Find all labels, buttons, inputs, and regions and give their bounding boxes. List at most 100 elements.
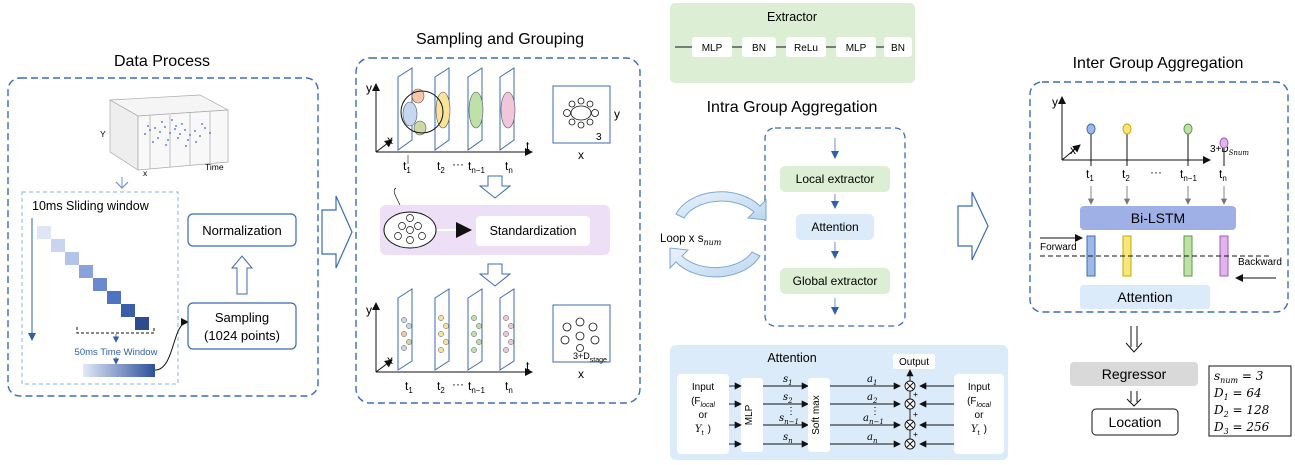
output-label: Output — [899, 357, 929, 368]
attention-panel-title: Attention — [767, 351, 816, 365]
top-ellipsis: ··· — [452, 157, 464, 171]
softmax-label: Soft max — [811, 395, 822, 434]
intra-group-section: Intra Group Aggregation Local extractor … — [660, 99, 906, 327]
param-d3: D3 = 256 — [1213, 420, 1270, 436]
sliding-window-frame — [21, 191, 179, 385]
softmax-box — [808, 378, 830, 452]
inter-attention-label: Attention — [1117, 289, 1172, 305]
axis-y-label: Y — [100, 129, 106, 139]
inter-tick-3: tn−1 — [1180, 167, 1197, 183]
extractor-title: Extractor — [767, 10, 817, 24]
inter-axis-y: y — [1052, 95, 1058, 109]
backward-label: Backward — [1238, 257, 1282, 268]
attention-input-right — [954, 374, 1004, 454]
forward-label: Forward — [1040, 242, 1077, 253]
extractor-block-2: BN — [752, 43, 766, 54]
input-left-2: (Flocal — [691, 396, 715, 409]
sampling-box — [187, 302, 297, 350]
top-inset-x: x — [578, 148, 584, 162]
loop-icon — [669, 191, 767, 278]
bottom-frames — [397, 288, 515, 371]
attention-mlp-box — [741, 378, 763, 452]
bottom-tick-2: t2 — [437, 379, 445, 395]
inter-group-frame — [1029, 81, 1289, 313]
inter-ellipsis: ··· — [1150, 165, 1162, 179]
standardization-box — [476, 216, 590, 246]
output-box — [893, 354, 935, 369]
regressor-box — [1070, 362, 1198, 386]
plus-2: + — [913, 409, 918, 419]
a-label-4: an — [867, 432, 878, 445]
inter-axis-x: x — [1070, 143, 1076, 157]
attention-panel: Attention Input (Flocal or Yt) MLP s1 s2… — [670, 345, 1008, 460]
time-window-bar — [83, 364, 155, 377]
up-arrow-icon — [230, 255, 254, 295]
s-vdots: ⋮ — [786, 406, 796, 417]
param-d1: D1 = 64 — [1213, 386, 1262, 402]
bottom-axis-y: y — [366, 303, 372, 317]
top-tick-2: t2 — [437, 159, 445, 175]
event-points — [144, 119, 211, 147]
input-right-4: Yt) — [971, 424, 987, 437]
inter-tick-2: t2 — [1122, 167, 1130, 183]
input-right-2: (Flocal — [967, 396, 991, 409]
time-window-label: 50ms Time Window — [75, 347, 158, 358]
input-left-4: Yt) — [695, 424, 711, 437]
top-axis-x: x — [387, 133, 393, 147]
param-d2: D2 = 128 — [1213, 403, 1270, 419]
param-snum: snum = 3 — [1214, 369, 1264, 385]
input-left-3: or — [699, 410, 709, 421]
top-clusters — [400, 88, 516, 136]
bottom-tick-3: tn−1 — [468, 379, 485, 395]
double-down-arrow-icon-2 — [1126, 391, 1142, 407]
input-right-3: or — [975, 410, 985, 421]
right-arrow-icon-2 — [957, 191, 989, 261]
bottom-tick-4: tn — [505, 379, 513, 395]
top-axis-y: y — [366, 81, 372, 95]
input-right-1: Input — [968, 382, 990, 393]
bottom-clusters — [401, 315, 514, 353]
a-vdots: ⋮ — [870, 406, 880, 417]
bottom-tick-1: t1 — [405, 379, 413, 395]
regressor-label: Regressor — [1102, 366, 1167, 382]
inter-group-section: Inter Group Aggregation y x 3+DSnum t1 t… — [1029, 55, 1292, 437]
inter-tick-4: tn — [1219, 167, 1227, 183]
bilstm-label: Bi-LSTM — [1131, 210, 1185, 226]
params-box — [1208, 365, 1292, 437]
s-labels: s1 s2 sn−1 sn — [779, 374, 799, 445]
extractor-panel: Extractor MLP BN ReLu MLP — [670, 3, 915, 83]
double-down-arrow-icon — [1125, 326, 1143, 353]
sliding-window-label: 10ms Sliding window — [32, 199, 150, 213]
inter-tick-1: t1 — [1086, 167, 1094, 183]
location-box — [1091, 408, 1179, 436]
bottom-inset-points — [560, 317, 600, 352]
inter-time-ticks: t1 t2 ··· tn−1 tn — [1086, 165, 1227, 183]
a-label-1: a1 — [867, 374, 877, 387]
s-label-3: sn−1 — [779, 413, 799, 426]
intra-group-frame — [764, 127, 906, 327]
window-steps — [37, 226, 149, 330]
to-sampling-arrow — [154, 318, 189, 371]
s-label-2: s2 — [783, 392, 793, 405]
bottom-axis-x: x — [387, 353, 393, 367]
normalization-box — [187, 213, 297, 247]
chevron-down-icon — [115, 181, 129, 189]
axis-time-label: Time — [205, 162, 224, 172]
params-list: snum = 3 D1 = 64 D2 = 128 D3 = 256 — [1213, 369, 1270, 436]
sampling-grouping-title: Sampling and Grouping — [416, 31, 584, 48]
normalization-label: Normalization — [202, 223, 281, 238]
top-inset-y: y — [614, 107, 620, 121]
a-labels: a1 a2 an−1 an — [863, 374, 884, 445]
top-time-ticks: t1 t2 ··· tn−1 tn — [403, 157, 513, 175]
inter-group-title: Inter Group Aggregation — [1073, 55, 1244, 72]
multiply-icons — [904, 369, 916, 450]
sampling-grouping-section: Sampling and Grouping y x t t1 t2 ··· — [355, 31, 641, 404]
top-inset-clusters — [563, 97, 599, 129]
s-label-1: s1 — [783, 374, 793, 387]
inter-attention-box — [1080, 285, 1210, 309]
input-left-1: Input — [692, 382, 714, 393]
sampling-label-1: Sampling — [215, 310, 269, 325]
data-process-title: Data Process — [114, 53, 210, 70]
s-label-4: sn — [783, 432, 793, 445]
